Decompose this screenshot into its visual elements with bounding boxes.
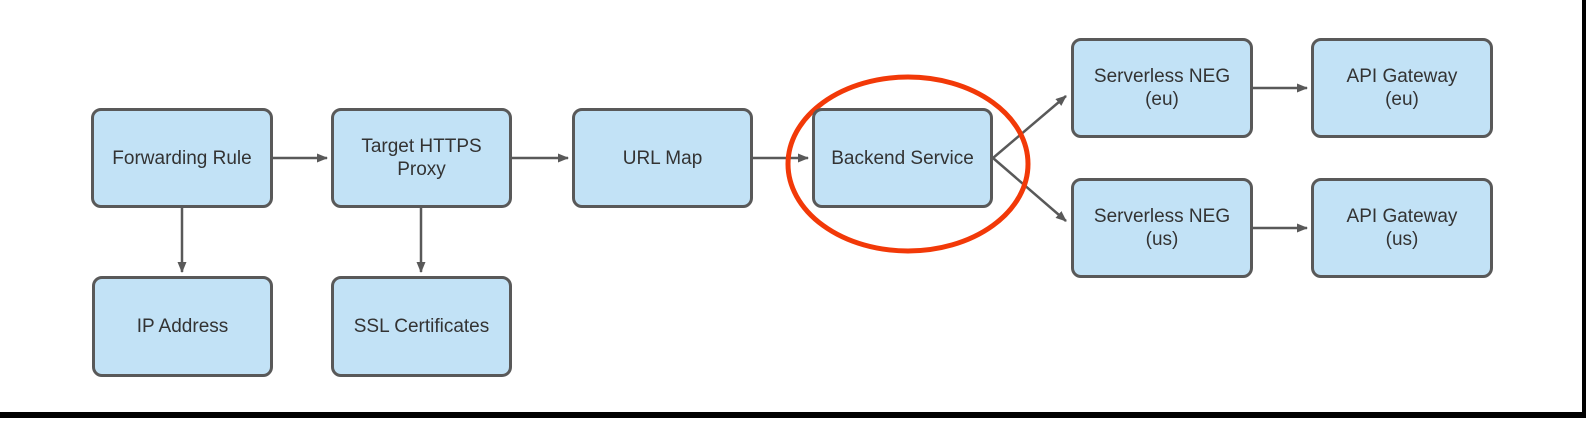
frame-border-bottom <box>0 412 1586 418</box>
node-forwarding-rule: Forwarding Rule <box>91 108 273 208</box>
node-api-gateway-eu: API Gateway (eu) <box>1311 38 1493 138</box>
node-backend-service: Backend Service <box>812 108 993 208</box>
node-url-map: URL Map <box>572 108 753 208</box>
node-ip-address: IP Address <box>92 276 273 377</box>
node-target-https-proxy: Target HTTPS Proxy <box>331 108 512 208</box>
node-api-gateway-us: API Gateway (us) <box>1311 178 1493 278</box>
node-serverless-neg-us: Serverless NEG (us) <box>1071 178 1253 278</box>
arrow-backend-service-to-serverless-neg-eu <box>992 95 1067 159</box>
arrow-backend-service-to-serverless-neg-us <box>992 157 1067 222</box>
highlight-ellipse <box>785 74 1031 254</box>
frame-border-right <box>1582 0 1586 418</box>
node-serverless-neg-eu: Serverless NEG (eu) <box>1071 38 1253 138</box>
node-ssl-certificates: SSL Certificates <box>331 276 512 377</box>
